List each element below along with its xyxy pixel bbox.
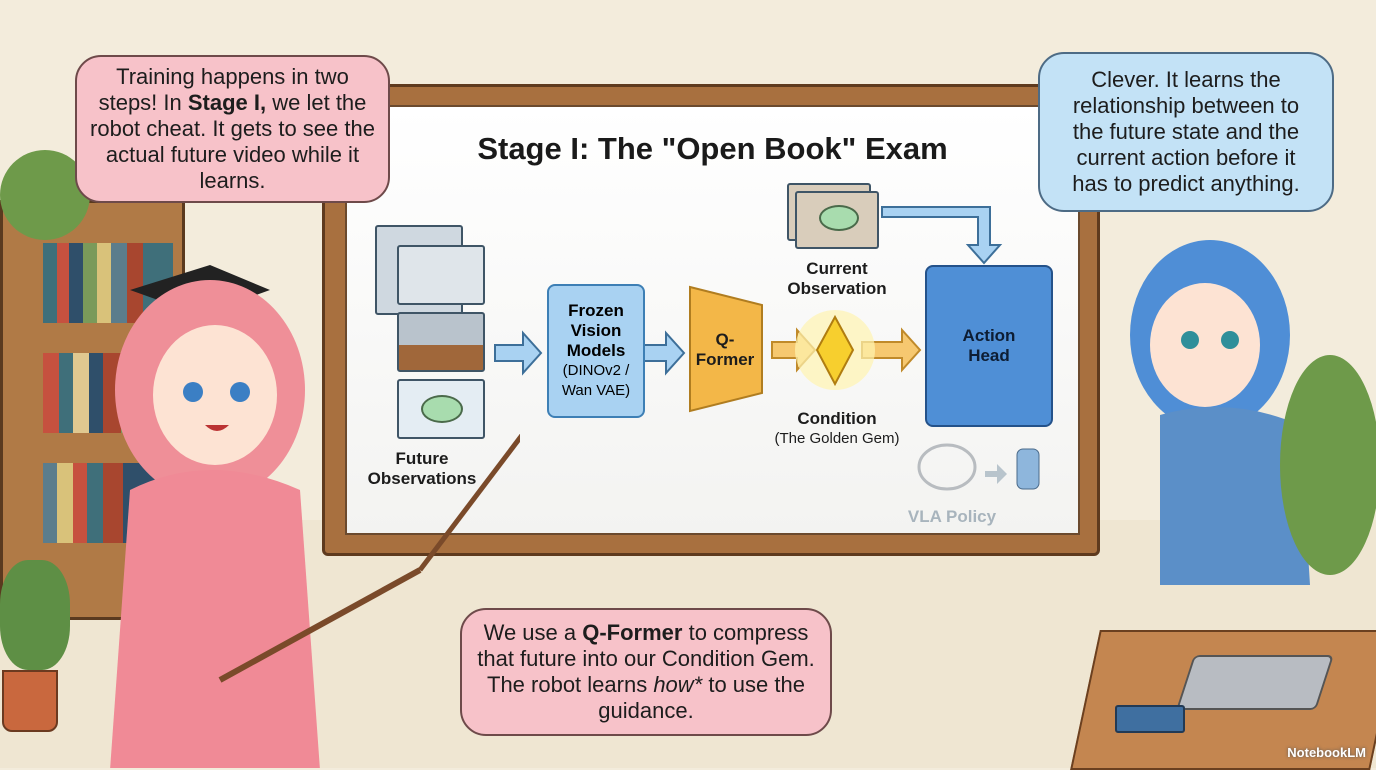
arrow-current-to-action bbox=[881, 206, 1003, 265]
arrow-to-qformer bbox=[643, 330, 686, 376]
speech-bubble-teacher-stage1: Training happens in two steps! In Stage … bbox=[75, 55, 390, 203]
whiteboard-title: Stage I: The "Open Book" Exam bbox=[477, 131, 948, 166]
arrow-icon bbox=[985, 464, 1007, 484]
robot-arm-frame bbox=[397, 245, 485, 305]
arrow-to-vision bbox=[494, 330, 543, 376]
vla-policy-label: VLA Policy bbox=[907, 507, 997, 526]
speech-bubble-student: Clever. It learns the relationship betwe… bbox=[1038, 52, 1334, 212]
speech-bubble-teacher-qformer: We use a Q-Former to compress that futur… bbox=[460, 608, 832, 736]
pointer-stick bbox=[218, 567, 422, 683]
book bbox=[1115, 705, 1185, 733]
flow-arrows bbox=[494, 206, 1003, 413]
teacher-character bbox=[110, 265, 520, 768]
laptop bbox=[1176, 655, 1334, 710]
potted-plant-left bbox=[0, 560, 70, 670]
frozen-vision-models-box: Frozen Vision Models (DINOv2 / Wan VAE) bbox=[547, 284, 645, 418]
teacup-frame bbox=[397, 312, 485, 372]
student-character bbox=[1130, 240, 1376, 585]
qformer-shape bbox=[689, 285, 763, 413]
vla-policy-icons bbox=[917, 443, 1040, 491]
qformer-label: Q-Former bbox=[695, 330, 755, 369]
condition-label: Condition(The Golden Gem) bbox=[774, 409, 900, 447]
brain-icon bbox=[917, 443, 977, 491]
notebooklm-watermark: NotebookLM bbox=[1287, 745, 1366, 760]
potted-plant-right bbox=[1280, 355, 1376, 575]
plate-frame bbox=[397, 379, 485, 439]
plant-pot-left bbox=[2, 670, 58, 732]
robot-hand-icon bbox=[1016, 448, 1040, 490]
golden-gem-icon bbox=[815, 314, 855, 387]
